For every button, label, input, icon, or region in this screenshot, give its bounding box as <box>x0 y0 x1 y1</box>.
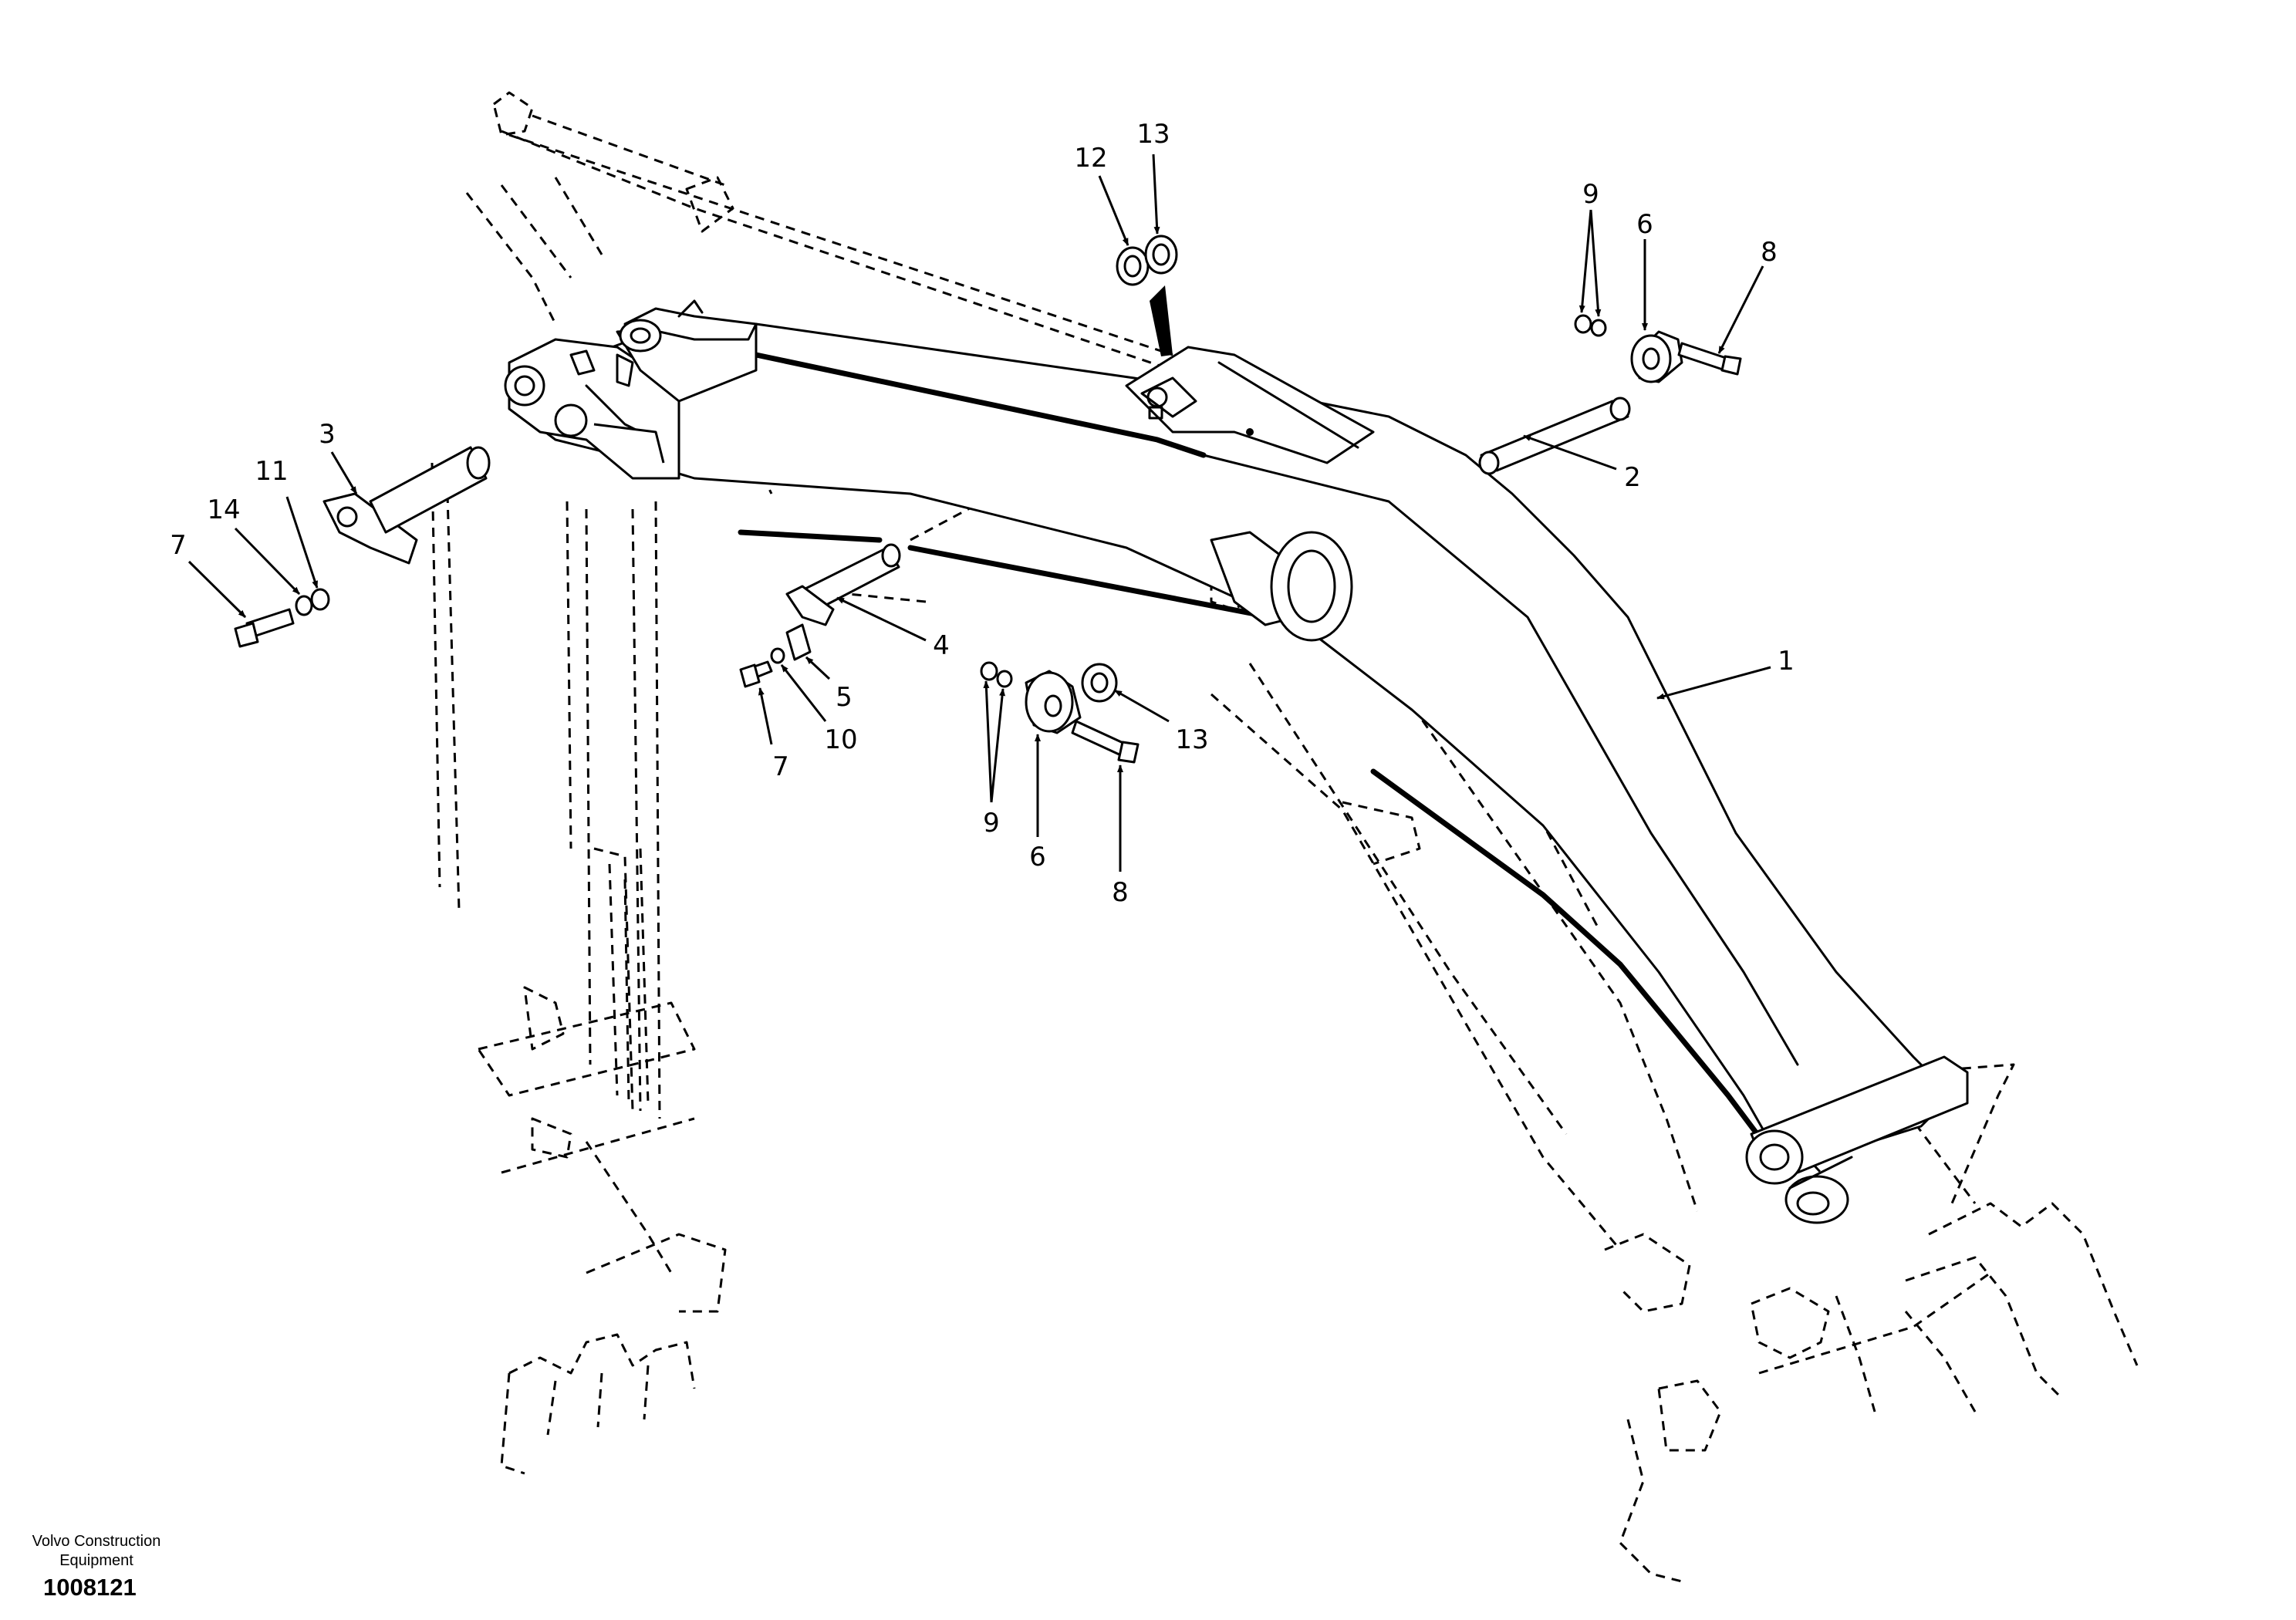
callout-3: 3 <box>319 419 358 494</box>
callout-13-lower-label: 13 <box>1175 724 1208 755</box>
collar-item-6-top <box>1630 330 1683 383</box>
callout-9-top-label: 9 <box>1582 179 1599 210</box>
callout-11-label: 11 <box>255 456 288 487</box>
callouts: 1 2 3 4 5 6 6 7 <box>170 119 1795 908</box>
pin-item-2 <box>1478 397 1631 475</box>
publisher-line-1: Volvo Construction <box>32 1533 161 1550</box>
callout-9-lower: 9 <box>983 680 1006 839</box>
callout-6-lower-label: 6 <box>1029 842 1046 872</box>
plate-item-5 <box>785 623 812 661</box>
washer-item-13-top <box>1144 235 1178 275</box>
callout-3-label: 3 <box>319 419 336 450</box>
callout-12-label: 12 <box>1074 143 1107 174</box>
callout-6-lower: 6 <box>1029 734 1046 872</box>
callout-10-label: 10 <box>824 724 857 755</box>
washer-item-14 <box>295 595 313 616</box>
washer-item-10 <box>770 647 785 664</box>
callout-12: 12 <box>1074 143 1129 246</box>
boom <box>504 299 1969 1224</box>
callout-1: 1 <box>1656 646 1795 700</box>
publisher-name: Volvo Construction Equipment <box>15 1532 177 1571</box>
callout-7-center-label: 7 <box>772 751 789 782</box>
callout-5: 5 <box>805 656 853 713</box>
parts <box>234 235 1742 764</box>
publisher-line-2: Equipment <box>59 1552 133 1569</box>
callout-7-left: 7 <box>170 530 247 619</box>
callout-6-top: 6 <box>1636 209 1653 331</box>
callout-14-label: 14 <box>207 494 240 525</box>
reference-outline <box>430 91 2139 1583</box>
callout-5-label: 5 <box>836 682 853 713</box>
callout-10: 10 <box>780 664 858 755</box>
callout-8-lower: 8 <box>1112 764 1129 908</box>
bolt-item-8-top <box>1677 342 1742 376</box>
callout-13-top: 13 <box>1136 119 1170 235</box>
bolt-item-7-center <box>739 660 773 688</box>
bolt-item-7-left <box>234 608 295 648</box>
callout-8-lower-label: 8 <box>1112 877 1129 908</box>
callout-9-top: 9 <box>1578 179 1602 317</box>
callout-13-lower: 13 <box>1114 689 1209 755</box>
callout-11: 11 <box>255 456 319 589</box>
washer-item-12 <box>1116 246 1150 286</box>
callout-13-top-label: 13 <box>1136 119 1170 150</box>
pin-item-4 <box>785 543 901 626</box>
nut-item-9-top <box>1574 314 1607 337</box>
pin-item-3 <box>322 446 491 565</box>
washer-item-11 <box>310 588 330 611</box>
callout-14: 14 <box>207 494 301 596</box>
nut-item-9-lower <box>980 661 1013 688</box>
callout-4: 4 <box>836 596 950 661</box>
callout-2: 2 <box>1523 434 1641 493</box>
callout-9-lower-label: 9 <box>983 808 1000 839</box>
callout-8-top-label: 8 <box>1761 237 1778 268</box>
collar-item-6-lower <box>1025 670 1082 734</box>
callout-8-top: 8 <box>1717 237 1778 354</box>
callout-2-label: 2 <box>1624 462 1641 493</box>
document-number: 1008121 <box>43 1574 137 1601</box>
callout-1-label: 1 <box>1778 646 1795 677</box>
callout-6-top-label: 6 <box>1636 209 1653 240</box>
washer-item-13-lower <box>1081 663 1118 703</box>
callout-4-label: 4 <box>933 630 950 661</box>
callout-7-center: 7 <box>758 687 789 782</box>
callout-7-left-label: 7 <box>170 530 187 561</box>
bolt-item-8-lower <box>1071 720 1140 764</box>
